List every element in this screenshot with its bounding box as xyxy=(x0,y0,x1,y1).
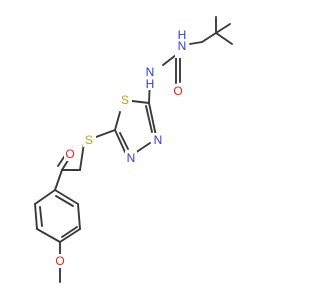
atom-labels: H N N H O S N N S xyxy=(53,28,189,268)
atom-n-ring-right-label: N xyxy=(154,133,163,147)
bond xyxy=(148,102,157,137)
atom-s-thioether: S xyxy=(83,133,96,147)
bond xyxy=(201,32,217,43)
atom-n-upper: N xyxy=(178,39,187,53)
bond xyxy=(131,100,150,104)
atom-s-thioether-label: S xyxy=(85,133,93,147)
atom-o-ketone: O xyxy=(64,147,77,161)
bond xyxy=(162,54,177,66)
bond xyxy=(114,111,121,131)
bond xyxy=(79,142,85,171)
bond xyxy=(145,105,153,133)
bond xyxy=(189,41,203,45)
atom-o-methoxy: O xyxy=(53,254,67,268)
atom-o-ketone-label: O xyxy=(65,147,74,161)
bond xyxy=(55,195,74,207)
atom-o-methoxy-label: O xyxy=(55,254,64,268)
bond xyxy=(95,129,116,138)
atom-s-ring-label: S xyxy=(121,93,129,107)
bond xyxy=(119,132,129,150)
atom-s-ring: S xyxy=(119,93,132,107)
bond xyxy=(77,203,81,230)
bond xyxy=(54,169,63,191)
atom-o-urea-label: O xyxy=(173,84,182,98)
atom-n-ring-lower: N xyxy=(125,151,137,165)
atom-nh-lower: N H xyxy=(141,64,157,91)
bond xyxy=(54,189,79,205)
atom-o-urea: O xyxy=(171,84,184,98)
bond xyxy=(215,23,231,34)
atom-nh-upper: H N xyxy=(175,28,189,58)
atom-h-upper: H xyxy=(178,28,187,42)
atom-h-lower: H xyxy=(146,77,155,91)
bond xyxy=(61,226,78,238)
bond xyxy=(36,228,61,243)
atom-n-ring-lower-label: N xyxy=(127,151,136,165)
bond xyxy=(215,32,233,45)
bond xyxy=(34,189,56,205)
atom-n-lower: N xyxy=(146,65,155,79)
bond xyxy=(34,203,38,230)
molecule-structure: H N N H O S N N S xyxy=(34,16,233,283)
atom-n-ring-right: N xyxy=(152,133,164,147)
bond xyxy=(114,129,126,153)
bond xyxy=(59,228,81,243)
bond xyxy=(39,206,43,227)
